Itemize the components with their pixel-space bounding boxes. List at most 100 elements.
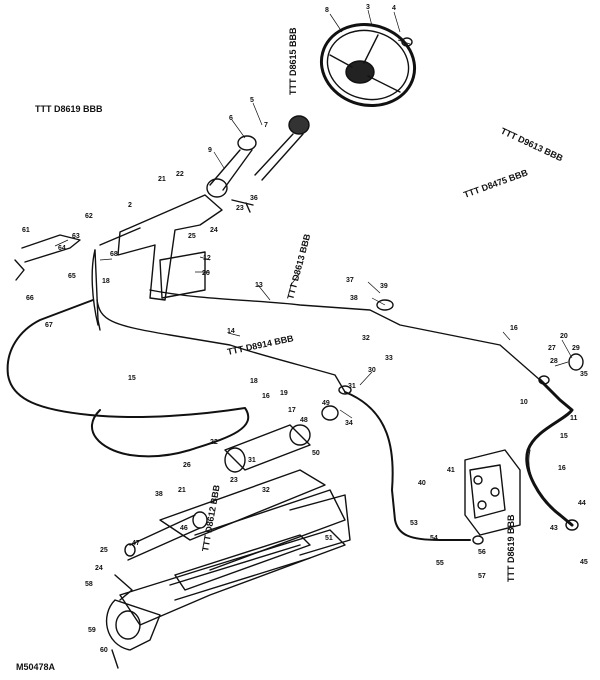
callout: 24 [95, 565, 103, 572]
callout: 30 [368, 367, 376, 374]
callout: 68 [110, 251, 118, 258]
callout: 61 [22, 227, 30, 234]
callout: 26 [183, 462, 191, 469]
leader-lines [54, 9, 573, 419]
callout: 29 [572, 345, 580, 352]
callout: 55 [436, 560, 444, 567]
callout: 43 [550, 525, 558, 532]
steering-cylinder [159, 424, 351, 591]
callout: 51 [325, 535, 333, 542]
callout: 40 [418, 480, 426, 487]
callout: 44 [578, 500, 586, 507]
note-right-lower: TTT D8475 BBB [462, 167, 529, 200]
callout: 23 [236, 205, 244, 212]
callout: 25 [100, 547, 108, 554]
callout: 47 [132, 540, 140, 547]
callout: 18 [250, 378, 258, 385]
note-bottom-right-vertical: TTT D8619 BBB [506, 514, 516, 582]
callout: 31 [248, 457, 256, 464]
callout: 49 [322, 400, 330, 407]
note-vertical-top: TTT D8615 BBB [288, 27, 298, 95]
callout: 39 [380, 283, 388, 290]
callout: 16 [510, 325, 518, 332]
callout: 58 [85, 581, 93, 588]
upper-tube [149, 289, 541, 381]
note-valve-vertical: TTT D8612 BBB [200, 484, 222, 553]
note-mid-vertical: TTT D8613 BBB [285, 232, 312, 300]
callout: 45 [580, 559, 588, 566]
column-bracket [91, 194, 223, 331]
callouts: 8 3 4 5 6 7 9 21 22 23 24 25 2 12 26 36 … [22, 4, 588, 654]
callout: 63 [72, 233, 80, 240]
callout: 6 [229, 115, 233, 122]
callout: 13 [255, 282, 263, 289]
note-top-left: TTT D8619 BBB [35, 104, 103, 114]
callout: 57 [478, 573, 486, 580]
callout: 4 [392, 5, 396, 12]
callout: 16 [558, 465, 566, 472]
note-center-diag: TTT D8914 BBB [226, 333, 295, 357]
callout: 66 [26, 295, 34, 302]
callout: 15 [560, 433, 568, 440]
callout: 2 [128, 202, 132, 209]
callout: 56 [478, 549, 486, 556]
steering-wheel [319, 22, 417, 108]
callout: 53 [410, 520, 418, 527]
callout: 31 [348, 383, 356, 390]
callout: 50 [312, 450, 320, 457]
callout: 37 [346, 277, 354, 284]
callout: 65 [68, 273, 76, 280]
callout: 32 [362, 335, 370, 342]
fittings [321, 299, 584, 545]
callout: 21 [158, 176, 166, 183]
callout: 34 [345, 420, 353, 427]
callout: 60 [100, 647, 108, 654]
callout: 62 [85, 213, 93, 220]
front-axle-housing [105, 529, 346, 669]
callout: 15 [128, 375, 136, 382]
callout: 54 [430, 535, 438, 542]
tie-rod [114, 511, 208, 601]
callout: 5 [250, 97, 254, 104]
callout: 10 [520, 399, 528, 406]
column-hub [206, 115, 310, 213]
callout: 7 [264, 122, 268, 129]
callout: 22 [176, 171, 184, 178]
callout: 14 [227, 328, 235, 335]
return-hose [6, 299, 249, 458]
second-tube [96, 299, 346, 393]
callout: 48 [300, 417, 308, 424]
right-hose [344, 391, 471, 541]
callout: 26 [202, 270, 210, 277]
callout: 16 [262, 393, 270, 400]
far-right-hose [525, 378, 574, 527]
callout: 28 [550, 358, 558, 365]
callout: 3 [366, 4, 370, 11]
callout: 11 [570, 415, 578, 422]
callout: 9 [208, 147, 212, 154]
callout: 32 [262, 487, 270, 494]
callout: 17 [288, 407, 296, 414]
left-lever [14, 234, 81, 281]
callout: 18 [102, 278, 110, 285]
callout: 12 [203, 255, 211, 262]
callout: 38 [155, 491, 163, 498]
callout: 59 [88, 627, 96, 634]
callout: 24 [210, 227, 218, 234]
callout: 35 [580, 371, 588, 378]
callout: 36 [250, 195, 258, 202]
callout: 19 [280, 390, 288, 397]
callout: 22 [210, 439, 218, 446]
note-right-upper: TTT D9613 BBB [499, 126, 565, 164]
callout: 8 [325, 7, 329, 14]
callout: 20 [560, 333, 568, 340]
valve-block [464, 449, 521, 536]
callout: 27 [548, 345, 556, 352]
callout: 23 [230, 477, 238, 484]
callout: 21 [178, 487, 186, 494]
callout: 25 [188, 233, 196, 240]
callout: 64 [58, 245, 66, 252]
callout: 67 [45, 322, 53, 329]
callout: 46 [180, 525, 188, 532]
